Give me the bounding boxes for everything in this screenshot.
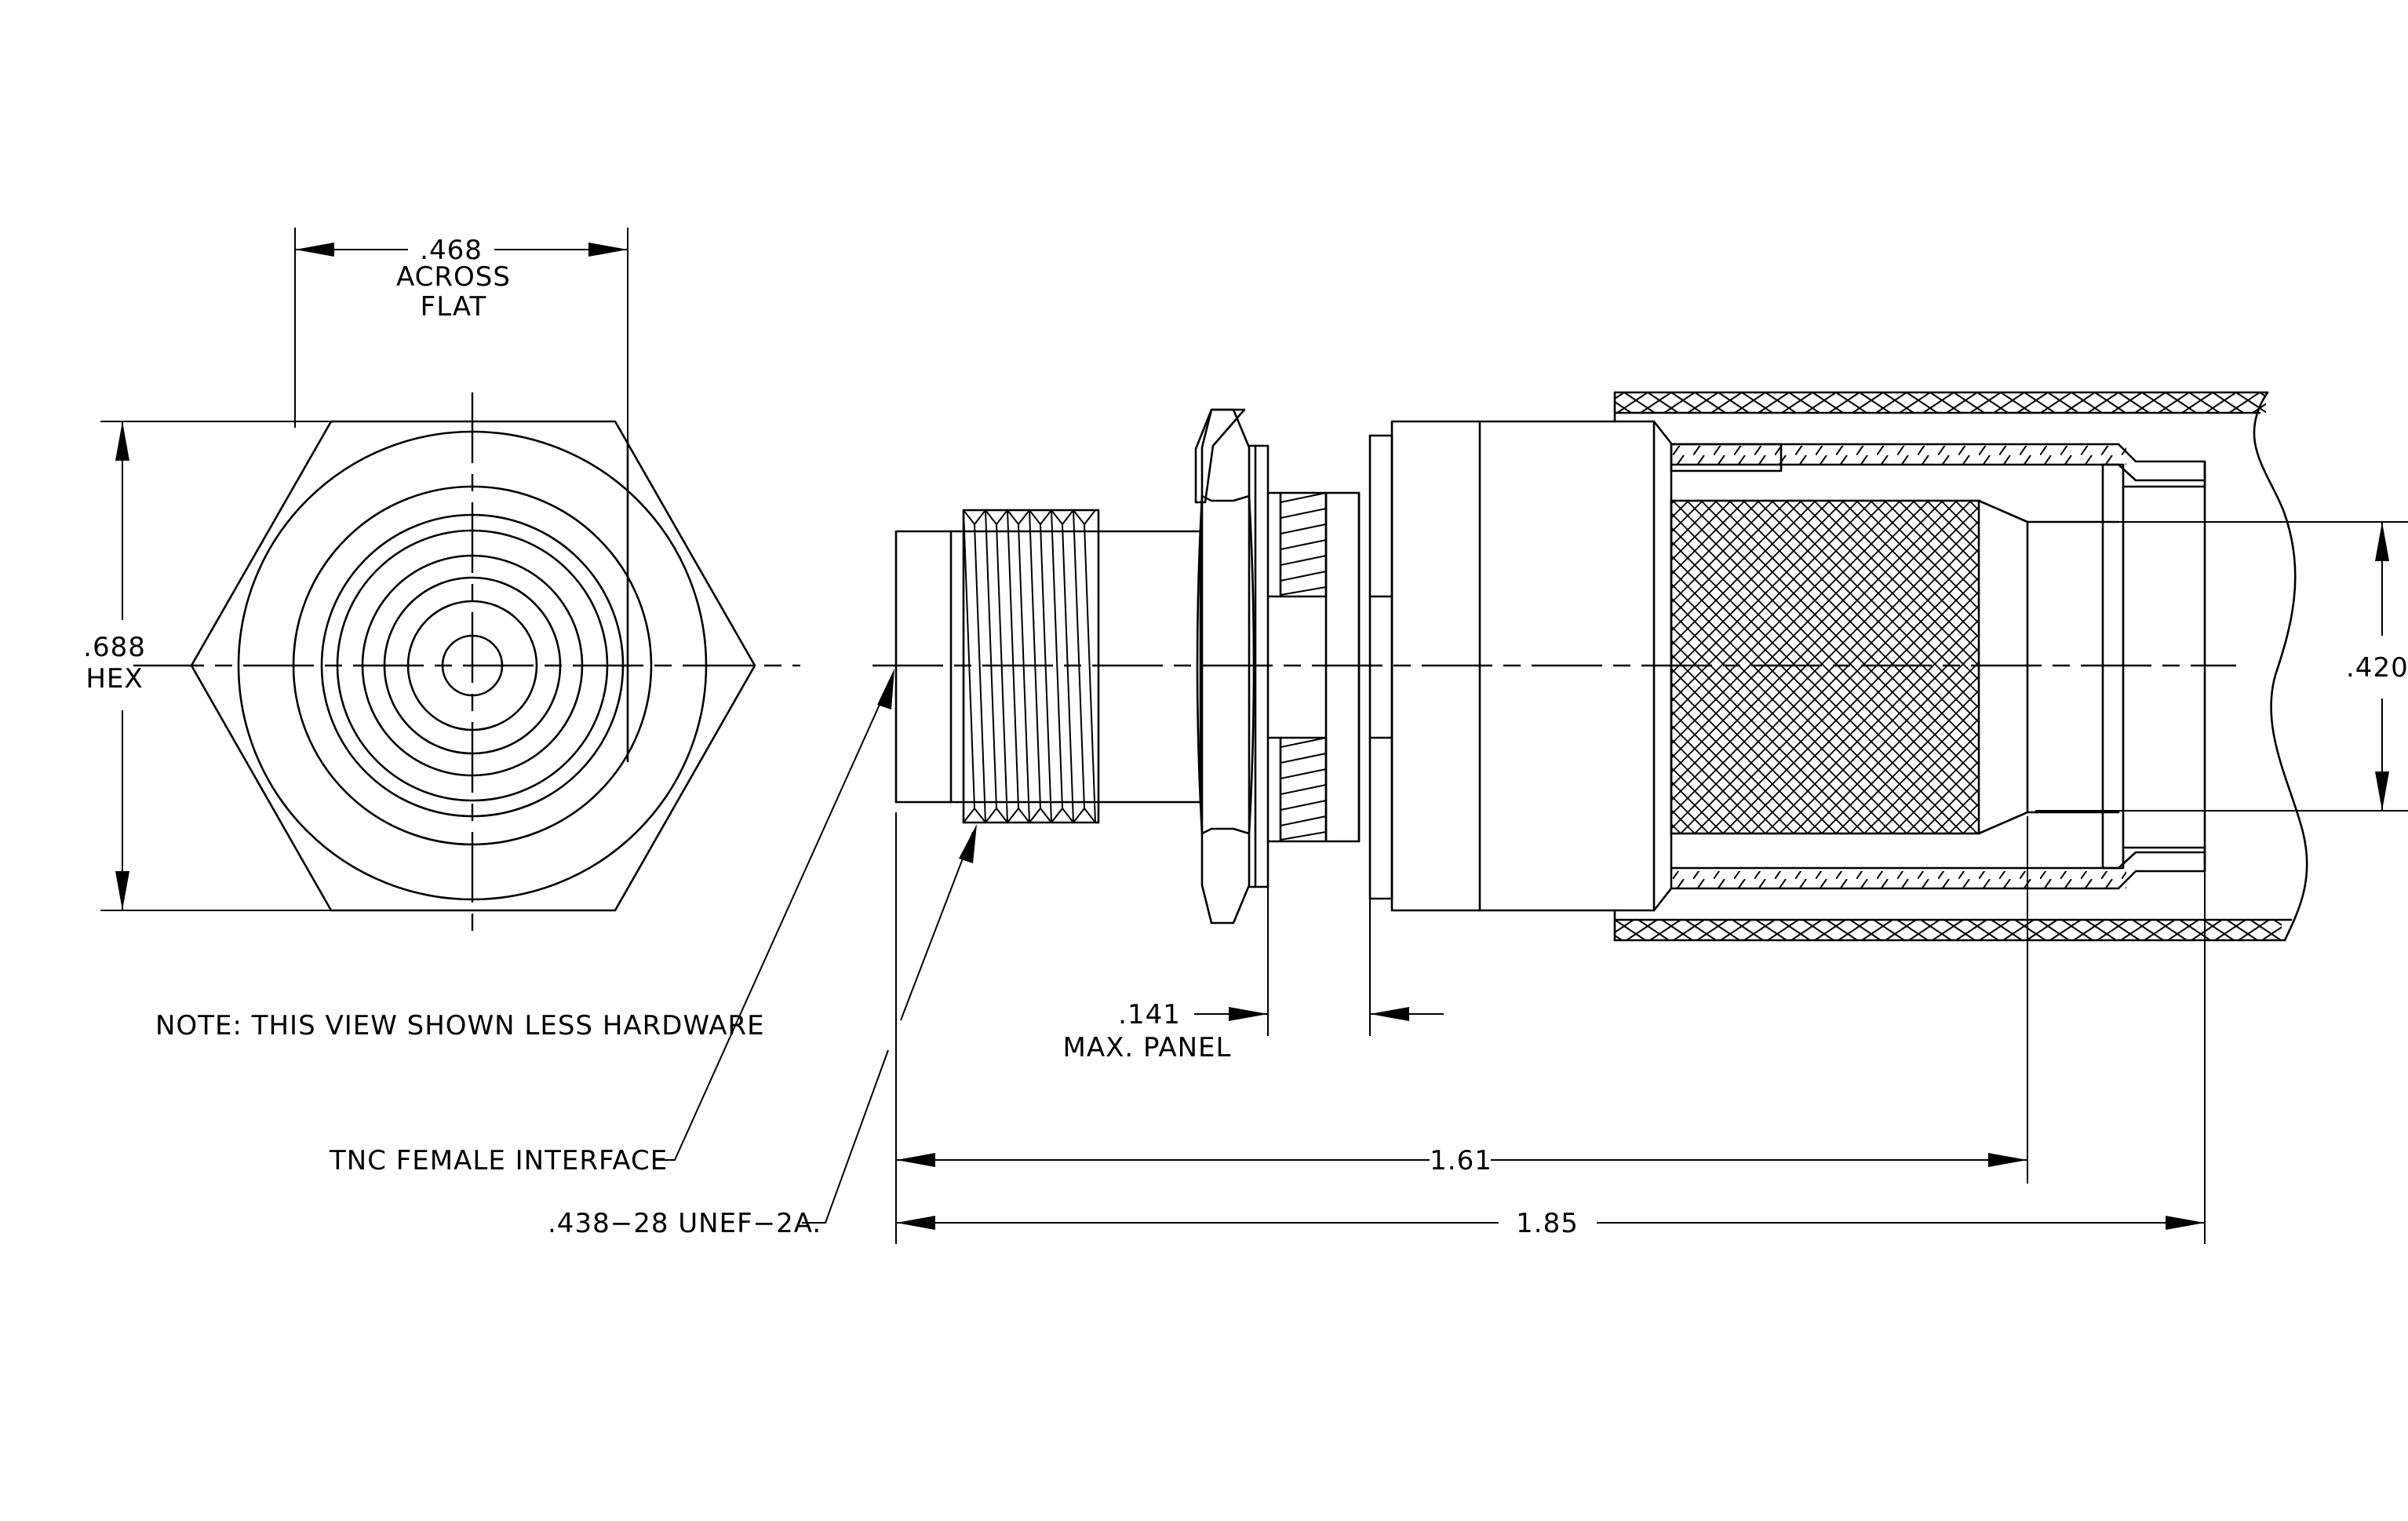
cable-dia-label: .420ø <box>2346 652 2408 684</box>
thread-section <box>962 509 1100 824</box>
note-text: NOTE: THIS VIEW SHOWN LESS HARDWARE <box>155 1010 765 1041</box>
break-line <box>2253 391 2308 942</box>
panel-label: MAX. PANEL <box>1063 1032 1232 1063</box>
across-flat-line1: ACROSS <box>396 261 511 293</box>
leaders <box>653 669 977 1224</box>
crimp-ferrule <box>1670 443 2206 890</box>
dim-cable-dia <box>2035 521 2408 812</box>
dim-across-flat <box>294 228 628 447</box>
flange <box>1368 434 1393 900</box>
hex-value: .688 <box>83 632 146 663</box>
cable-jacket-outline <box>1613 391 2308 942</box>
thread-label: .438−28 UNEF−2A. <box>548 1208 821 1239</box>
length-inner: 1.61 <box>1430 1145 1492 1176</box>
dim-lengths <box>895 812 2206 1244</box>
across-flat-value: .468 <box>420 235 483 266</box>
across-flat-line2: FLAT <box>421 291 487 323</box>
dim-hex <box>100 421 337 911</box>
length-overall: 1.85 <box>1516 1208 1579 1239</box>
panel-value: .141 <box>1118 999 1181 1030</box>
end-view <box>133 392 800 942</box>
dim-panel <box>1194 887 1444 1036</box>
interface-body <box>894 530 953 804</box>
side-view <box>872 391 2308 942</box>
lock-washer <box>1266 491 1361 843</box>
hex-label: HEX <box>86 663 143 695</box>
interface-label: TNC FEMALE INTERFACE <box>329 1145 668 1176</box>
cable-jacket <box>1615 392 2282 940</box>
